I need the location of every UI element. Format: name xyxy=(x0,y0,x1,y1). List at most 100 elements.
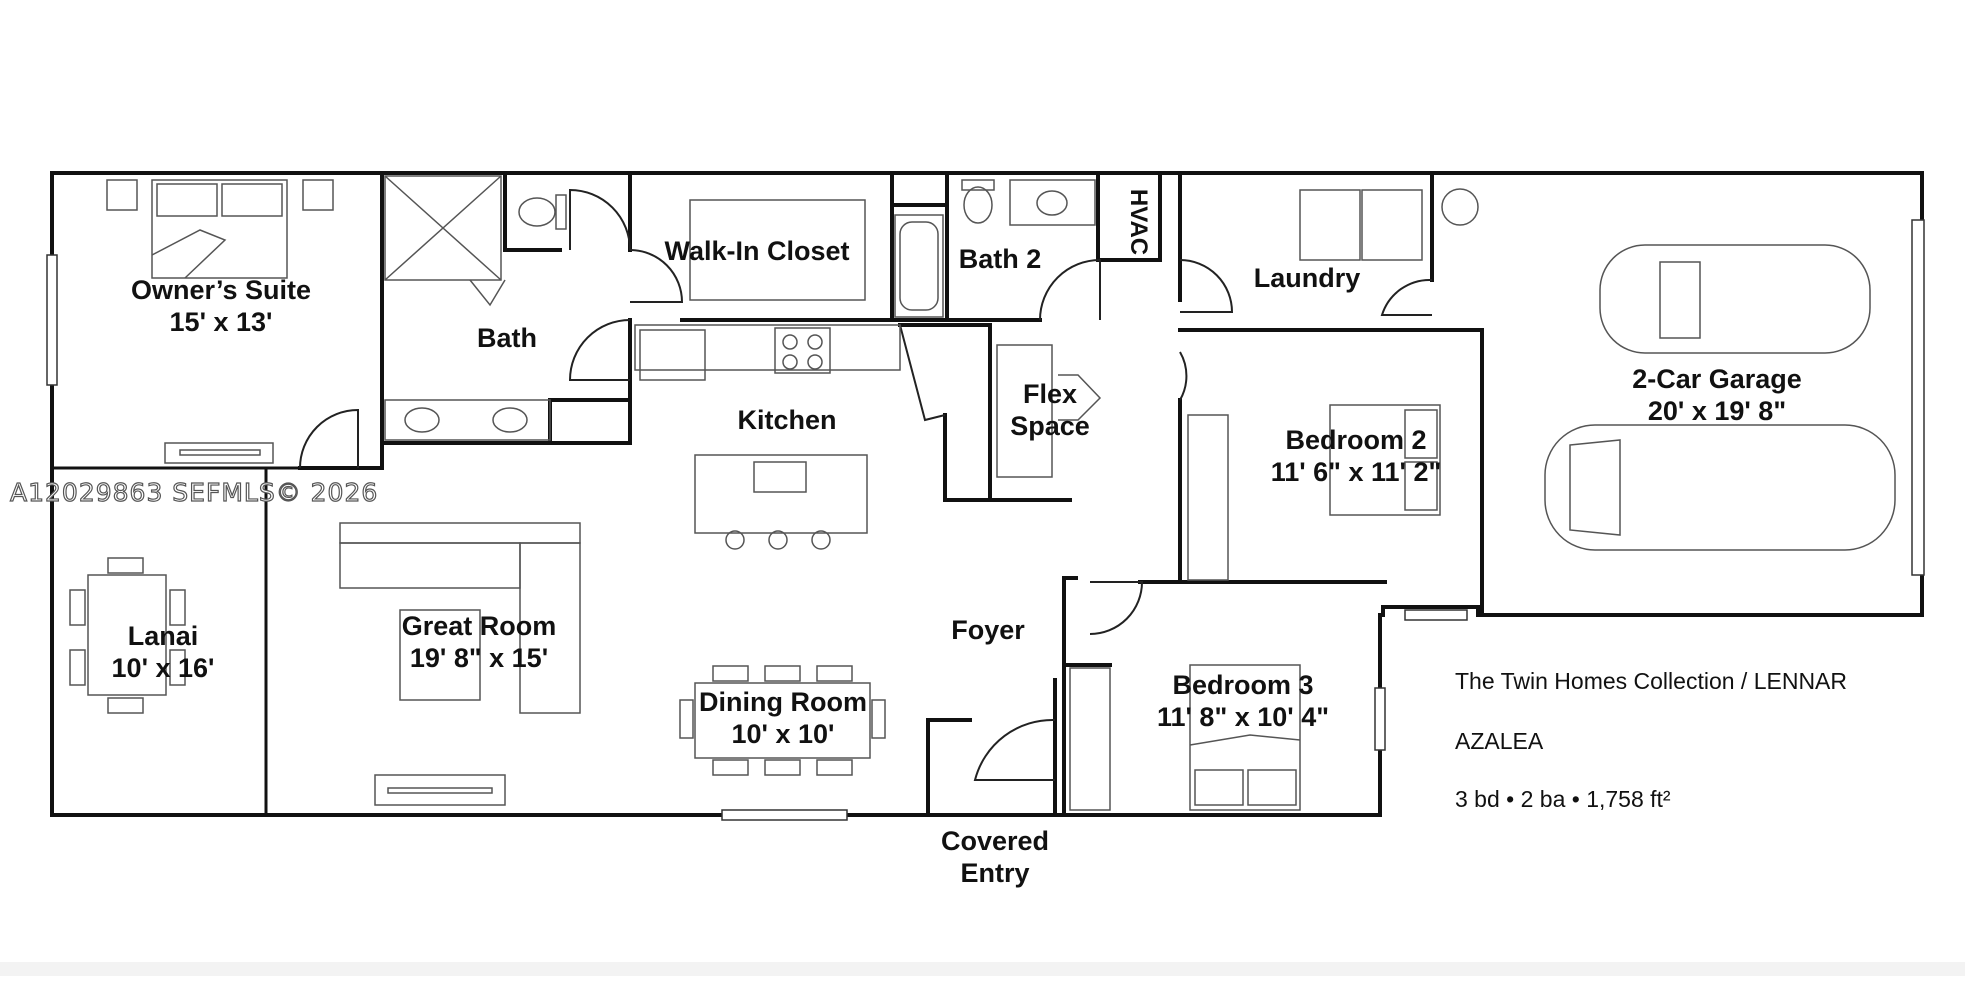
room-hvac: HVAC xyxy=(1125,188,1152,256)
room-flex-space: Flex Space xyxy=(1010,378,1090,442)
bedroom-2-size: 11' 6" x 11' 2" xyxy=(1270,457,1442,487)
closet-shelf xyxy=(689,199,866,301)
door-garage xyxy=(1380,278,1433,316)
room-bath-2: Bath 2 xyxy=(959,243,1042,275)
kitchen-island xyxy=(694,454,868,534)
toilet xyxy=(518,197,556,227)
room-kitchen: Kitchen xyxy=(737,404,836,436)
tub-inner xyxy=(899,221,939,311)
bedroom-2-name: Bedroom 2 xyxy=(1285,425,1427,455)
car-top-windshield xyxy=(1659,261,1701,339)
great-room-name: Great Room xyxy=(401,611,557,641)
kitchen-counter xyxy=(634,324,901,371)
room-bath: Bath xyxy=(477,322,537,354)
room-lanai: Lanai 10' x 16' xyxy=(112,620,215,684)
closet-bed3 xyxy=(1069,667,1111,811)
covered-entry-name: Covered xyxy=(940,826,1050,856)
nightstand-right xyxy=(302,179,334,211)
island-sink xyxy=(753,461,807,493)
bath-name: Bath xyxy=(477,323,537,353)
room-covered-entry: Covered Entry xyxy=(941,825,1049,889)
room-dining-room: Dining Room 10' x 10' xyxy=(699,686,867,750)
toilet-tank-bath2 xyxy=(961,179,995,191)
window-bed3 xyxy=(1374,687,1386,751)
model-name: AZALEA xyxy=(1455,728,1544,754)
shower-door xyxy=(469,279,506,307)
car-top xyxy=(1599,244,1871,354)
lanai-size: 10' x 16' xyxy=(111,653,215,683)
door-closet xyxy=(629,249,684,303)
lanai-table xyxy=(87,574,167,696)
bed3-pillow-left xyxy=(1194,769,1244,806)
room-great-room: Great Room 19' 8" x 15' xyxy=(402,610,557,674)
toilet-tank xyxy=(555,194,567,230)
sofa-seat xyxy=(339,542,521,589)
owners-bed xyxy=(151,179,288,279)
toilet-bath2 xyxy=(963,186,993,224)
shower xyxy=(384,175,502,281)
dryer xyxy=(1361,189,1423,261)
garage-size: 20' x 19' 8" xyxy=(1647,396,1787,426)
sofa-back xyxy=(339,522,581,544)
dining-table xyxy=(694,682,871,759)
room-bedroom-3: Bedroom 3 11' 8" x 10' 4" xyxy=(1157,669,1329,733)
window-garage-door xyxy=(1911,219,1925,576)
great-room-size: 19' 8" x 15' xyxy=(409,643,549,673)
vanity xyxy=(384,399,551,441)
window-suite xyxy=(46,254,58,386)
door-pantry xyxy=(899,324,946,422)
bedroom-3-name: Bedroom 3 xyxy=(1172,670,1314,700)
bedroom-3-size: 11' 8" x 10' 4" xyxy=(1156,702,1330,732)
bath-2-name: Bath 2 xyxy=(958,244,1042,274)
kitchen-name: Kitchen xyxy=(737,405,837,435)
sink-left xyxy=(404,407,440,433)
tv-console-great xyxy=(374,774,506,806)
room-bedroom-2: Bedroom 2 11' 6" x 11' 2" xyxy=(1271,424,1442,488)
closet-bed2 xyxy=(1187,414,1229,581)
blanket-fold xyxy=(151,229,227,279)
window-dining xyxy=(721,809,848,821)
laundry-name: Laundry xyxy=(1253,263,1361,293)
door-bath-closet xyxy=(569,188,631,251)
door-laundry xyxy=(1179,259,1234,313)
room-foyer: Foyer xyxy=(951,614,1025,646)
range xyxy=(774,327,831,374)
owners-suite-size: 15' x 13' xyxy=(169,307,273,337)
flex-space-name: Flex xyxy=(1022,379,1078,409)
door-bath-wc xyxy=(568,319,631,381)
tv-great xyxy=(387,787,493,794)
garage-name: 2-Car Garage xyxy=(1632,364,1802,394)
bed3 xyxy=(1189,664,1301,811)
room-laundry: Laundry xyxy=(1254,262,1361,294)
flex-chair xyxy=(1058,374,1102,421)
door-entry xyxy=(973,718,1056,781)
flex-desk xyxy=(996,344,1053,478)
bed3-pillow-right xyxy=(1247,769,1297,806)
shower-drain-cross xyxy=(384,175,502,281)
washer xyxy=(1299,189,1361,261)
bottom-band xyxy=(0,962,1965,976)
door-bed3 xyxy=(1089,581,1144,635)
walk-in-closet-name: Walk-In Closet xyxy=(664,236,850,266)
sink-basin-bath2 xyxy=(1036,190,1068,216)
flex-space-name-line2: Space xyxy=(1010,411,1090,441)
window-bed2 xyxy=(1404,609,1468,621)
collection-text: The Twin Homes Collection / LENNAR xyxy=(1455,668,1847,694)
sink-right xyxy=(492,407,528,433)
nightstand-left xyxy=(106,179,138,211)
door-bath2 xyxy=(1039,258,1101,321)
pillow-left xyxy=(156,183,218,217)
room-owners-suite: Owner’s Suite 15' x 13' xyxy=(131,274,311,338)
bed2 xyxy=(1329,404,1441,516)
dining-room-name: Dining Room xyxy=(699,687,867,717)
door-bed2 xyxy=(1179,351,1188,401)
sink-bath2 xyxy=(1009,179,1096,226)
car-bottom xyxy=(1544,424,1896,551)
room-walk-in-closet: Walk-In Closet xyxy=(664,235,849,267)
fridge xyxy=(639,329,706,381)
room-garage: 2-Car Garage 20' x 19' 8" xyxy=(1632,363,1802,427)
tv-suite xyxy=(179,449,261,456)
tv-console-suite xyxy=(164,442,274,464)
